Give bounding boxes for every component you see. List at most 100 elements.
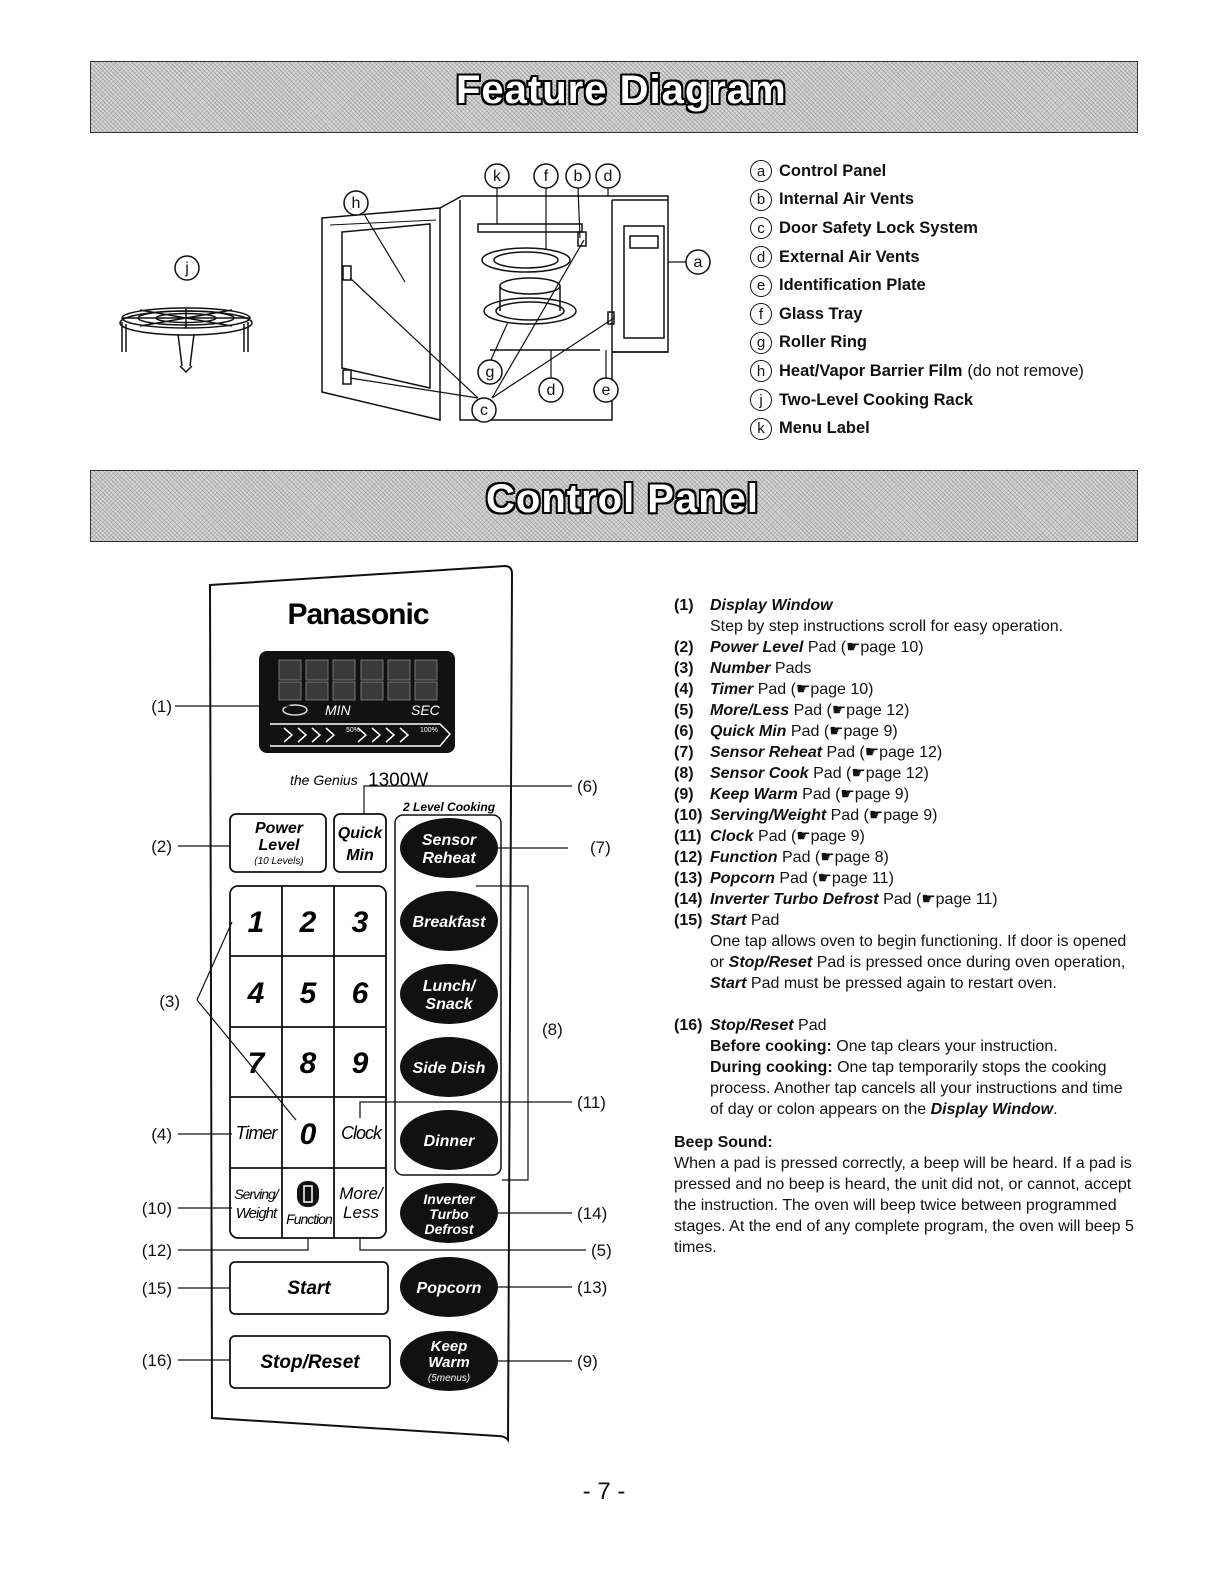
control-panel-banner: Control Panel: [90, 470, 1138, 542]
popcorn-label: Popcorn: [417, 1280, 482, 1297]
callout-4: (4): [151, 1125, 172, 1144]
desc-num: (7): [674, 744, 694, 761]
display-100-percent: 100%: [420, 727, 438, 734]
power-level-button[interactable]: Power Level (10 Levels): [229, 813, 327, 873]
desc-text: Pad (☛page 12): [789, 702, 910, 719]
digit-3-button[interactable]: 3: [352, 906, 369, 939]
inverter-label-2: Turbo: [429, 1206, 469, 1222]
start-text-d: Start: [710, 975, 747, 992]
desc-text: Pad (☛page 11): [774, 870, 894, 887]
callout-8: (8): [542, 1020, 563, 1039]
digit-1-button[interactable]: 1: [248, 906, 265, 939]
legend-label: Glass Tray: [779, 304, 863, 323]
inverter-label-3: Defrost: [424, 1221, 474, 1237]
desc-name: Quick Min: [710, 723, 787, 740]
dinner-button[interactable]: Dinner: [400, 1110, 498, 1170]
desc-text: Pad (☛page 10): [753, 681, 874, 698]
digit-9-button[interactable]: 9: [352, 1047, 369, 1080]
start-button[interactable]: Start: [229, 1261, 389, 1315]
diagram-callout-b: b: [574, 168, 583, 185]
desc-item: (1)Display Window: [674, 595, 1134, 616]
legend-label: Menu Label: [779, 419, 870, 438]
desc-name: Inverter Turbo Defrost: [710, 891, 879, 908]
breakfast-button[interactable]: Breakfast: [400, 891, 498, 951]
callout-5: (5): [591, 1241, 612, 1260]
digit-7-button[interactable]: 7: [248, 1047, 266, 1080]
desc-name: Serving/Weight: [710, 807, 827, 824]
start-text-e: Pad must be pressed again to restart ove…: [746, 975, 1057, 992]
timer-button[interactable]: Timer: [236, 1123, 280, 1143]
more-less-button[interactable]: More/ Less: [339, 1184, 385, 1222]
lunch-snack-label-2: Snack: [425, 996, 473, 1013]
digit-6-button[interactable]: 6: [352, 977, 369, 1010]
legend-letter: g: [750, 331, 772, 354]
desc-num: (12): [674, 849, 703, 866]
diagram-callout-h: h: [352, 195, 361, 212]
diagram-callout-g: g: [486, 364, 495, 381]
function-button[interactable]: Function: [286, 1181, 334, 1227]
model-script: the Genius: [290, 772, 358, 788]
inverter-turbo-defrost-button[interactable]: Inverter Turbo Defrost: [400, 1183, 498, 1243]
control-panel-title: Control Panel: [486, 477, 760, 521]
clock-button[interactable]: Clock: [341, 1123, 384, 1143]
desc-item: (9)Keep Warm Pad (☛page 9): [674, 784, 1134, 805]
callout-10: (10): [142, 1199, 172, 1218]
sensor-reheat-button[interactable]: Sensor Reheat: [400, 818, 498, 878]
more-less-label-1: More/: [339, 1184, 385, 1203]
power-level-label-2: Level: [259, 837, 300, 854]
desc-item: (5)More/Less Pad (☛page 12): [674, 700, 1134, 721]
stop-during-description: During cooking: One tap temporarily stop…: [710, 1059, 1123, 1118]
sensor-cook-group: [394, 814, 502, 1176]
start-text-c: Pad is pressed once during oven operatio…: [812, 954, 1126, 971]
legend-label: Door Safety Lock System: [779, 218, 978, 237]
popcorn-button[interactable]: Popcorn: [400, 1257, 498, 1317]
stop-before-description: Before cooking: One tap clears your inst…: [674, 1036, 1134, 1057]
desc-name: Timer: [710, 681, 754, 698]
desc-num: (4): [674, 681, 694, 698]
serving-weight-label-2: Weight: [236, 1205, 278, 1222]
digit-0-button[interactable]: 0: [300, 1118, 317, 1151]
legend-letter: b: [750, 188, 772, 211]
callout-7: (7): [590, 838, 611, 857]
lunch-snack-button[interactable]: Lunch/ Snack: [400, 964, 498, 1024]
quick-min-button[interactable]: Quick Min: [333, 813, 387, 873]
side-dish-button[interactable]: Side Dish: [400, 1037, 498, 1097]
desc-num: (8): [674, 765, 694, 782]
power-level-note: (10 Levels): [254, 856, 303, 867]
digit-8-button[interactable]: 8: [300, 1047, 317, 1080]
desc-name: More/Less: [710, 702, 790, 719]
desc-name: Function: [710, 849, 778, 866]
desc-item: (7)Sensor Reheat Pad (☛page 12): [674, 742, 1134, 763]
stop-reset-button[interactable]: Stop/Reset: [229, 1335, 391, 1389]
diagram-callout-f: f: [544, 168, 549, 185]
digit-4-button[interactable]: 4: [247, 977, 265, 1010]
digit-2-button[interactable]: 2: [299, 906, 317, 939]
desc-name: Clock: [710, 828, 754, 845]
quick-min-label-2: Min: [346, 847, 374, 864]
desc-name: Stop/Reset: [710, 1017, 794, 1034]
desc-text: Pad: [793, 1017, 827, 1034]
beep-title: Beep Sound:: [674, 1134, 773, 1151]
display-window: MIN SEC 50% 100%: [259, 651, 455, 753]
microwave-illustration: [321, 195, 669, 421]
stop-during-end: Display Window: [930, 1101, 1054, 1118]
model-wattage: 1300W: [368, 770, 428, 791]
desc-item: (15)Start Pad: [674, 910, 1134, 931]
display-sec: SEC: [411, 702, 441, 718]
power-level-label-1: Power: [255, 820, 304, 837]
serving-weight-button[interactable]: Serving/ Weight: [234, 1186, 281, 1222]
legend-label: Identification Plate: [779, 276, 926, 295]
legend-letter: a: [750, 160, 772, 183]
callout-11: (11): [577, 1093, 606, 1112]
desc-name: Sensor Cook: [710, 765, 809, 782]
side-dish-label: Side Dish: [413, 1060, 486, 1077]
desc-text: Pad (☛page 10): [803, 639, 924, 656]
digit-5-button[interactable]: 5: [300, 977, 318, 1010]
lunch-snack-label-1: Lunch/: [423, 978, 477, 995]
desc-num: (9): [674, 786, 694, 803]
desc-text: Pads: [770, 660, 812, 677]
start-label: Start: [287, 1278, 331, 1299]
keep-warm-button[interactable]: Keep Warm (5menus): [400, 1331, 498, 1391]
